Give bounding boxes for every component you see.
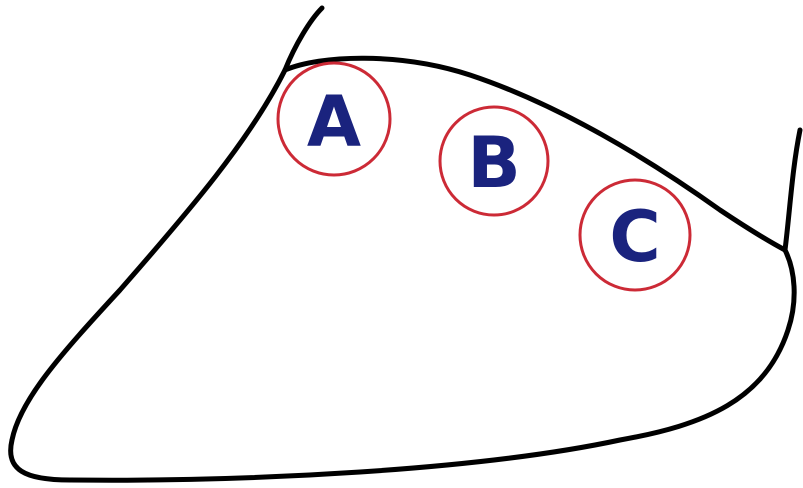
marker-c-label: C: [609, 196, 660, 278]
heel-bulb-line: [785, 130, 800, 250]
marker-b-label: B: [467, 122, 520, 204]
marker-a: A: [278, 63, 390, 175]
marker-b: B: [440, 107, 548, 215]
hoof-outline: [11, 70, 795, 480]
marker-a-label: A: [307, 81, 361, 163]
marker-c: C: [580, 180, 690, 290]
